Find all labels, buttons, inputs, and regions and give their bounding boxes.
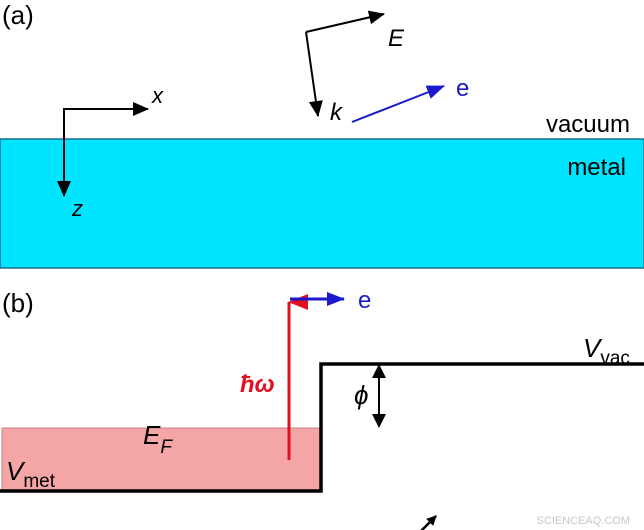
- electron-label-a: e: [456, 75, 469, 102]
- panel-a-label: (a): [2, 0, 34, 30]
- panel-b: (b) ħω e ϕ EF Vvac Vmet: [0, 287, 644, 530]
- potential-step: [0, 362, 644, 493]
- k-vector-arrow: [305, 31, 323, 117]
- metal-slab: [0, 138, 644, 269]
- vacuum-label: vacuum: [546, 111, 630, 138]
- fermi-level-label: EF: [143, 420, 173, 458]
- panel-a: (a) x z E k e vacuum metal: [0, 0, 644, 269]
- v-vac-sub: vac: [600, 348, 630, 369]
- panel-b-label: (b): [2, 288, 34, 318]
- watermark: SCIENCEAQ.COM: [536, 515, 630, 527]
- fermi-level-sub: F: [160, 437, 173, 458]
- k-vector-label: k: [330, 99, 344, 126]
- v-met-main: V: [6, 456, 26, 486]
- fermi-level-main: E: [143, 420, 161, 450]
- electron-label-b: e: [358, 287, 371, 314]
- z-axis-label: z: [71, 196, 83, 221]
- electron-arrow-a: [351, 85, 445, 123]
- fermi-sea: [1, 427, 321, 492]
- cropped-arrow: [420, 515, 437, 530]
- x-axis-label: x: [151, 83, 164, 108]
- v-met-label: Vmet: [6, 456, 56, 492]
- e-field-label: E: [388, 25, 405, 52]
- work-function-arrowhead-bottom: [372, 414, 386, 428]
- v-vac-label: Vvac: [583, 333, 630, 369]
- work-function-arrowhead-top: [372, 364, 386, 378]
- e-field-arrow: [305, 10, 385, 33]
- photon-label: ħω: [240, 371, 275, 398]
- work-function-label: ϕ: [354, 380, 368, 410]
- v-vac-main: V: [583, 333, 603, 363]
- metal-label: metal: [567, 154, 626, 181]
- v-met-sub: met: [23, 471, 55, 492]
